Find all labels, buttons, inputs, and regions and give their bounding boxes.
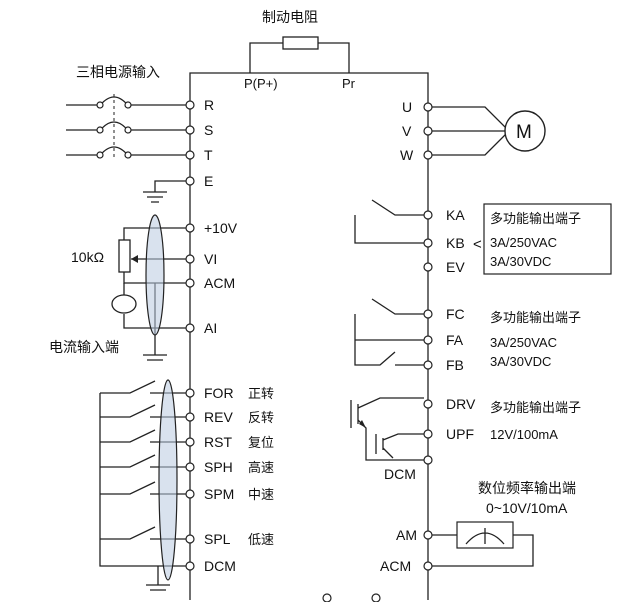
- resistor-10k-label: 10kΩ: [71, 249, 104, 265]
- terminal-spl-desc: 低速: [248, 532, 274, 547]
- relay2-spec1: 3A/250VAC: [490, 335, 557, 350]
- relay1-spec2: 3A/30VDC: [490, 254, 551, 269]
- terminal-s-label: S: [204, 122, 213, 138]
- terminal-sph-label: SPH: [204, 459, 233, 475]
- brake-resistor-label: 制动电阻: [262, 9, 318, 25]
- brake-resistor-wire: [249, 42, 350, 73]
- terminal-r: [185, 100, 195, 110]
- terminal-sph-desc: 高速: [248, 460, 274, 475]
- terminal-dcm-right: [423, 455, 433, 465]
- relay2-contact: [354, 298, 424, 366]
- shielded-cable-analog: [145, 214, 165, 336]
- terminal-e-label: E: [204, 173, 213, 189]
- terminal-drv-label: DRV: [446, 396, 476, 412]
- terminal-sph: [185, 462, 195, 472]
- relay1-spec-box: [483, 203, 612, 275]
- terminal-acm-left-label: ACM: [204, 275, 235, 291]
- relay2-spec2: 3A/30VDC: [490, 354, 551, 369]
- terminal-spm-desc: 中速: [248, 487, 274, 502]
- terminal-fc: [423, 309, 433, 319]
- terminal-fb: [423, 360, 433, 370]
- terminal-w-label: W: [400, 147, 414, 163]
- terminal-dcm-left-label: DCM: [204, 558, 236, 574]
- terminal-fc-label: FC: [446, 306, 465, 322]
- terminal-acm-right-label: ACM: [380, 558, 411, 574]
- shielded-cable-digital: [158, 379, 178, 581]
- terminal-v-label: V: [402, 123, 412, 139]
- terminal-dcm-left: [185, 561, 195, 571]
- motor-wires: [432, 106, 507, 156]
- transistor-title: 多功能输出端子: [490, 400, 581, 415]
- terminal-kb: [423, 238, 433, 248]
- terminal-ai-label: AI: [204, 320, 217, 336]
- terminal-10v-label: +10V: [204, 220, 238, 236]
- terminal-ev-label: EV: [446, 259, 465, 275]
- terminal-fa-label: FA: [446, 332, 464, 348]
- terminal-upf-label: UPF: [446, 426, 474, 442]
- terminal-u: [423, 102, 433, 112]
- terminal-t-label: T: [204, 147, 213, 163]
- terminal-s: [185, 125, 195, 135]
- ground-symbol-e: [143, 180, 186, 203]
- terminal-rst-desc: 复位: [248, 435, 274, 450]
- terminal-pr-label: Pr: [342, 76, 356, 91]
- terminal-acm-left: [185, 278, 195, 288]
- terminal-spm-label: SPM: [204, 486, 234, 502]
- terminal-rst-label: RST: [204, 434, 232, 450]
- terminal-v: [423, 126, 433, 136]
- relay1-title: 多功能输出端子: [490, 211, 581, 226]
- transistor-spec: 12V/100mA: [490, 427, 558, 442]
- terminal-10v: [185, 223, 195, 233]
- terminal-ai: [185, 323, 195, 333]
- freq-output-title: 数位频率输出端: [478, 480, 576, 496]
- terminal-rev-desc: 反转: [248, 410, 274, 425]
- terminal-w: [423, 150, 433, 160]
- brake-resistor: [282, 36, 319, 50]
- current-input-label: 电流输入端: [49, 339, 119, 355]
- terminal-ka: [423, 210, 433, 220]
- freq-output-spec: 0~10V/10mA: [486, 500, 568, 516]
- motor-symbol: [504, 110, 546, 152]
- terminal-r-label: R: [204, 97, 214, 113]
- terminal-bottom-1: [322, 593, 332, 602]
- terminal-spl: [185, 534, 195, 544]
- terminal-rst: [185, 437, 195, 447]
- inverter-box: [189, 72, 429, 600]
- terminal-for-desc: 正转: [248, 386, 274, 401]
- terminal-for: [185, 388, 195, 398]
- terminal-vi: [185, 254, 195, 264]
- terminal-spl-label: SPL: [204, 531, 231, 547]
- terminal-dcm-right-label: DCM: [384, 466, 416, 482]
- terminal-spm: [185, 489, 195, 499]
- terminal-drv: [423, 399, 433, 409]
- terminal-upf: [423, 429, 433, 439]
- terminal-am-label: AM: [396, 527, 417, 543]
- three-phase-input-label: 三相电源输入: [76, 64, 160, 80]
- terminal-fb-label: FB: [446, 357, 464, 373]
- terminal-for-label: FOR: [204, 385, 234, 401]
- terminal-rev: [185, 412, 195, 422]
- terminal-e: [185, 176, 195, 186]
- relay1-arrow: <: [473, 236, 482, 253]
- transistor-outputs: [350, 397, 424, 461]
- relay1-spec1: 3A/250VAC: [490, 235, 557, 250]
- terminal-am: [423, 530, 433, 540]
- terminal-p-label: P(P+): [244, 76, 278, 91]
- terminal-ev: [423, 262, 433, 272]
- terminal-fa: [423, 335, 433, 345]
- terminal-t: [185, 150, 195, 160]
- terminal-acm-right: [423, 561, 433, 571]
- terminal-kb-label: KB: [446, 235, 465, 251]
- terminal-ka-label: KA: [446, 207, 465, 223]
- motor-label: M: [516, 122, 532, 143]
- three-phase-input-lines: [66, 94, 190, 160]
- terminal-vi-label: VI: [204, 251, 217, 267]
- relay1-contact: [354, 199, 424, 244]
- analog-meter: [432, 521, 534, 567]
- terminal-rev-label: REV: [204, 409, 233, 425]
- terminal-bottom-2: [371, 593, 381, 602]
- terminal-u-label: U: [402, 99, 412, 115]
- relay2-title: 多功能输出端子: [490, 310, 581, 325]
